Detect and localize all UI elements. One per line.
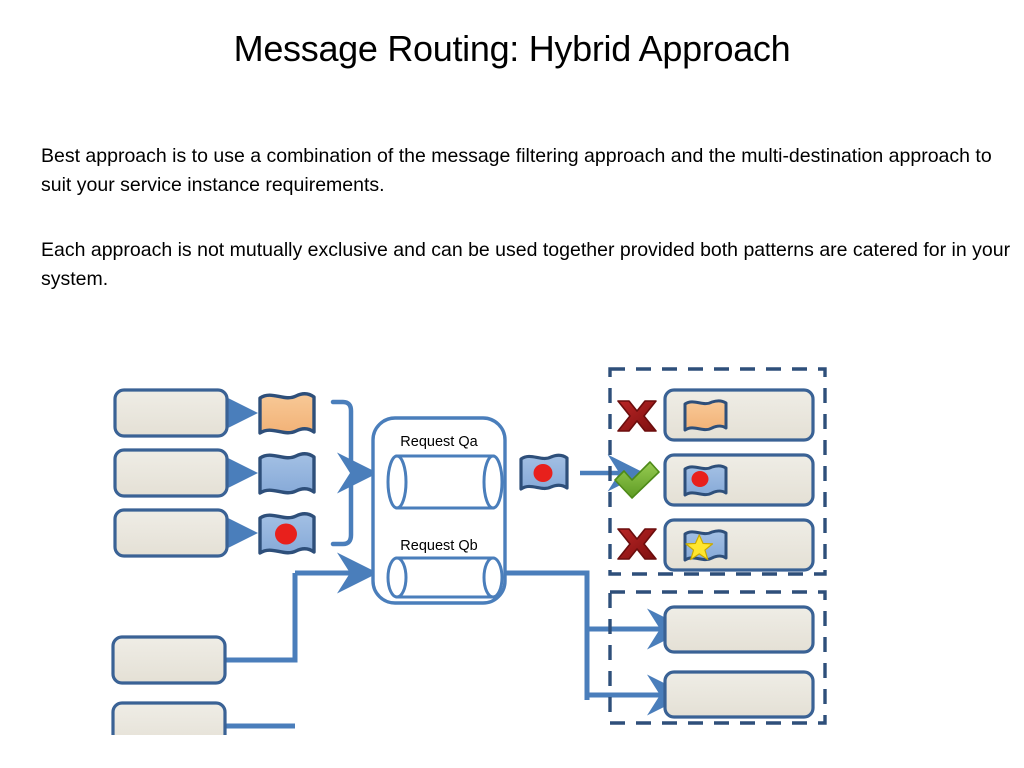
filter-row-3[interactable]: [617, 518, 815, 572]
reject-x-icon-1: [617, 400, 657, 432]
connector-qb-out: [505, 570, 590, 735]
flag-plain-orange: [258, 392, 316, 435]
routing-diagram: Request Qa Request Qb: [95, 360, 855, 735]
red-dot-marker: [275, 523, 297, 545]
red-dot-marker: [533, 464, 553, 482]
source-box-3[interactable]: [113, 508, 229, 558]
flag-plain-orange: [683, 399, 728, 432]
connector-lines: [225, 552, 689, 735]
connector-src4-to-qb: [225, 573, 298, 663]
flag-blue-red-dot: [683, 464, 728, 497]
destination-box-2[interactable]: [663, 670, 815, 719]
source-arrows: [217, 392, 259, 554]
page-title: Message Routing: Hybrid Approach: [233, 28, 791, 69]
flag-blue-star: [683, 529, 728, 562]
yellow-star-marker: [685, 534, 714, 561]
accept-check-icon: [614, 461, 660, 499]
source-box-1[interactable]: [113, 388, 229, 438]
body-paragraph-1: Best approach is to use a combination of…: [41, 145, 992, 196]
destination-box-1[interactable]: [663, 605, 815, 654]
queue-request-qa[interactable]: Request Qa: [386, 434, 504, 510]
source-box-2[interactable]: [113, 448, 229, 498]
source-box-5[interactable]: [111, 701, 227, 735]
red-dot-marker: [691, 471, 709, 487]
filter-row-2[interactable]: [614, 453, 815, 507]
flag-plain-blue: [258, 452, 316, 495]
filter-row-1[interactable]: [617, 388, 815, 442]
queue-request-qb[interactable]: Request Qb: [386, 538, 504, 599]
destination-group: [608, 590, 827, 725]
reject-x-icon-2: [617, 528, 657, 560]
filter-group: [608, 367, 827, 576]
body-paragraph-2: Each approach is not mutually exclusive …: [41, 239, 1011, 290]
flag-blue-red-dot: [258, 512, 316, 555]
queue-qa-label: Request Qa: [400, 434, 478, 450]
routed-flag-blue-red-dot: [519, 453, 569, 491]
source-box-4[interactable]: [111, 635, 227, 685]
queue-qb-label: Request Qb: [400, 538, 477, 554]
